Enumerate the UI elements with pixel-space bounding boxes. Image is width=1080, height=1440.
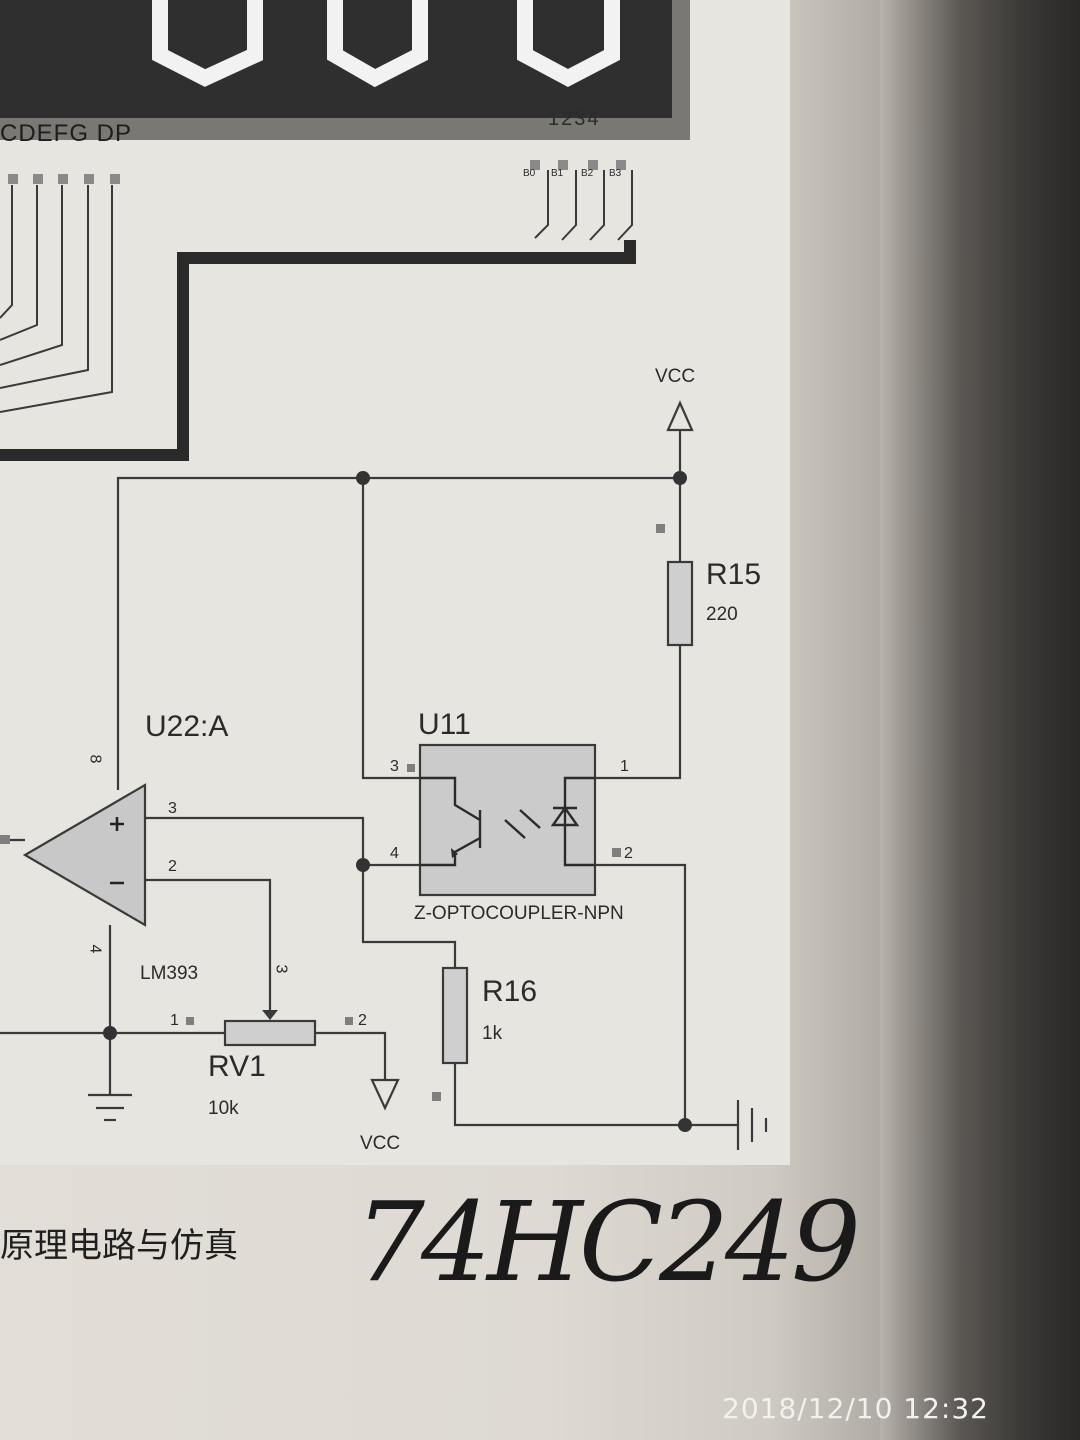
r16-resistor (441, 966, 469, 1065)
u22-pin2: 2 (168, 858, 177, 875)
comparator-triangle (22, 783, 147, 927)
r16-value: 1k (482, 1023, 503, 1044)
u22-part: LM393 (140, 963, 199, 984)
rv1-potentiometer (223, 1019, 317, 1047)
digit-pin-b3: B3 (609, 168, 622, 179)
handwritten-note: 74HC249 (355, 1178, 861, 1306)
ground-symbol-right (736, 1100, 768, 1150)
u11-part: Z-OPTOCOUPLER-NPN (414, 903, 624, 924)
circuit-pin-markers (0, 524, 665, 1101)
junction-dots (103, 471, 692, 1132)
circuit-schematic: CDEFG DP 1234 B0 B1 B2 B3 VCC R15 220 U2… (0, 0, 790, 1165)
digit-pin-b1: B1 (551, 168, 564, 179)
vcc-bottom-arrow (370, 1078, 400, 1111)
thick-bus-line (0, 240, 636, 461)
rv1-wiper-arrow (262, 1010, 278, 1020)
transistor-emitter-arrow (451, 848, 458, 858)
vcc-bottom-label: VCC (360, 1133, 401, 1154)
r15-value: 220 (706, 604, 738, 625)
schematic-drawing (0, 0, 768, 1150)
u11-pin4: 4 (390, 845, 399, 862)
u11-pin1: 1 (620, 758, 629, 775)
optocoupler-internals (420, 776, 595, 867)
u22-pin4: 4 (86, 944, 104, 954)
u22-name: U22:A (145, 710, 229, 743)
photo-timestamp: 2018/12/10 12:32 (722, 1392, 989, 1425)
book-caption: 原理电路与仿真 (0, 1226, 238, 1266)
display-digit-segments (152, 0, 620, 88)
r15-resistor (666, 560, 694, 647)
segment-pin-markers (8, 160, 626, 184)
u22-pin8: 8 (86, 754, 104, 764)
rv1-name: RV1 (208, 1050, 266, 1083)
r15-name: R15 (706, 558, 762, 591)
digit-label: 1234 (548, 108, 601, 130)
circuit-wires (0, 430, 738, 1127)
digit-pin-b0: B0 (523, 168, 536, 179)
optocoupler-body (418, 743, 597, 897)
ground-symbol-left (88, 1093, 132, 1122)
rv1-pin2: 2 (358, 1012, 367, 1029)
u11-pin2: 2 (624, 845, 633, 862)
vcc-top-label: VCC (655, 366, 696, 387)
rv1-pin3: 3 (272, 964, 290, 974)
u11-name: U11 (418, 708, 471, 741)
segment-bus-lines (0, 170, 633, 413)
rv1-value: 10k (208, 1098, 239, 1119)
digit-pin-b2: B2 (581, 168, 594, 179)
rv1-pin1: 1 (170, 1012, 179, 1029)
u22-pin3: 3 (168, 800, 177, 817)
vcc-top-arrow (666, 400, 694, 432)
page-edge-shadow (880, 0, 1080, 1440)
u11-pin3: 3 (390, 758, 399, 775)
segment-label: CDEFG DP (0, 120, 133, 147)
r16-name: R16 (482, 975, 538, 1008)
